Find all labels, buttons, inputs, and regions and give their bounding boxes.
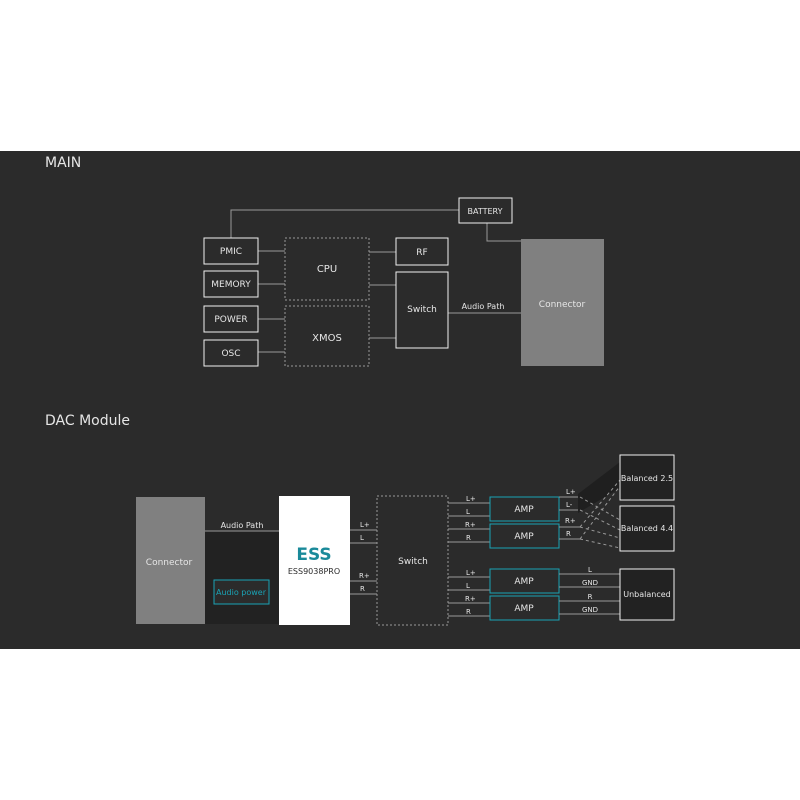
bal-out-label-1: L+: [566, 488, 576, 496]
unbal-out-label-2: GND: [582, 579, 598, 587]
main-switch-label: Switch: [407, 305, 437, 315]
balanced-output-wires: [559, 496, 580, 540]
pmic-box: [203, 237, 259, 265]
rf-box: [395, 237, 449, 266]
chip-output-wires: [350, 529, 377, 595]
ess-chip-box: [279, 496, 350, 625]
sw-unbal-label-2: L: [466, 582, 470, 590]
chip-out-label-2: L: [360, 534, 364, 542]
power-label: POWER: [214, 315, 247, 325]
cross-wire-4: [579, 538, 621, 549]
cross-wire-1: [579, 496, 621, 521]
sw-unbal-label-4: R: [466, 608, 471, 616]
dac-switch-label: Switch: [398, 557, 428, 567]
dac-connector-bridge: [205, 531, 279, 624]
sw-unbal-label-1: L+: [466, 569, 476, 577]
dac-audio-path-label: Audio Path: [221, 521, 264, 530]
cpu-label: CPU: [317, 264, 337, 275]
dac-connector-label: Connector: [146, 558, 193, 568]
bal-out-label-3: R+: [565, 517, 576, 525]
balanced-25-label: Balanced 2.5: [621, 474, 673, 483]
cross-wire-3: [579, 526, 621, 539]
battery-box: [458, 197, 513, 224]
cross-wire-2: [579, 509, 621, 531]
chip-out-label-1: L+: [360, 521, 370, 529]
amp-box-3: [489, 568, 560, 594]
balanced-cross-wires: [579, 479, 621, 549]
sw-unbal-label-3: R+: [465, 595, 476, 603]
cross-wire-5: [579, 479, 621, 528]
osc-box: [203, 339, 259, 367]
xmos-box: [284, 305, 370, 367]
audio-power-box: [213, 579, 270, 605]
balanced-44-box: [619, 505, 675, 552]
balanced-25-box: [619, 454, 675, 501]
amp-label-1: AMP: [514, 505, 534, 515]
cpu-box: [284, 237, 370, 301]
balanced-44-label: Balanced 4.4: [621, 524, 673, 533]
amp-box-2: [489, 523, 560, 549]
amp-label-4: AMP: [514, 604, 534, 614]
switch-output-wires: [448, 502, 490, 617]
balanced-25-cable: [578, 462, 620, 513]
bal-out-label-4: R: [566, 530, 571, 538]
battery-label: BATTERY: [468, 207, 503, 216]
pmic-label: PMIC: [220, 247, 242, 257]
unbalanced-box: [619, 568, 675, 621]
rf-label: RF: [416, 248, 427, 258]
memory-label: MEMORY: [211, 280, 251, 290]
osc-label: OSC: [221, 349, 240, 359]
bal-out-label-2: L-: [566, 501, 573, 509]
battery-to-connector-line: [486, 223, 521, 242]
amp-box-4: [489, 595, 560, 621]
dac-heading: DAC Module: [45, 413, 130, 429]
sw-bal-label-3: R+: [465, 521, 476, 529]
unbal-out-label-1: L: [588, 566, 592, 574]
unbal-out-label-4: GND: [582, 606, 598, 614]
unbal-out-label-3: R: [588, 593, 593, 601]
main-wires: [230, 209, 521, 353]
dac-connector-box: [136, 497, 205, 624]
main-switch-box: [395, 271, 449, 349]
battery-line: [230, 209, 459, 238]
main-connector-box: [521, 239, 604, 366]
unbalanced-label: Unbalanced: [623, 590, 671, 599]
cross-wire-6: [579, 485, 621, 540]
main-audio-path-label: Audio Path: [462, 302, 505, 311]
diagram-background: [0, 151, 800, 649]
main-heading: MAIN: [45, 155, 81, 171]
unbalanced-output-wires: [559, 573, 620, 615]
audio-power-label: Audio power: [216, 588, 267, 597]
sw-bal-label-2: L: [466, 508, 470, 516]
sw-bal-label-1: L+: [466, 495, 476, 503]
chip-out-label-4: R: [360, 585, 365, 593]
sw-bal-label-4: R: [466, 534, 471, 542]
ess-chip-label: ESS9038PRO: [288, 567, 340, 576]
amp-label-2: AMP: [514, 532, 534, 542]
amp-label-3: AMP: [514, 577, 534, 587]
xmos-label: XMOS: [312, 333, 342, 344]
chip-out-label-3: R+: [359, 572, 370, 580]
amp-box-1: [489, 496, 560, 522]
power-box: [203, 305, 259, 333]
memory-box: [203, 270, 259, 298]
main-connector-label: Connector: [539, 300, 586, 310]
ess-logo: ESS: [296, 545, 331, 565]
